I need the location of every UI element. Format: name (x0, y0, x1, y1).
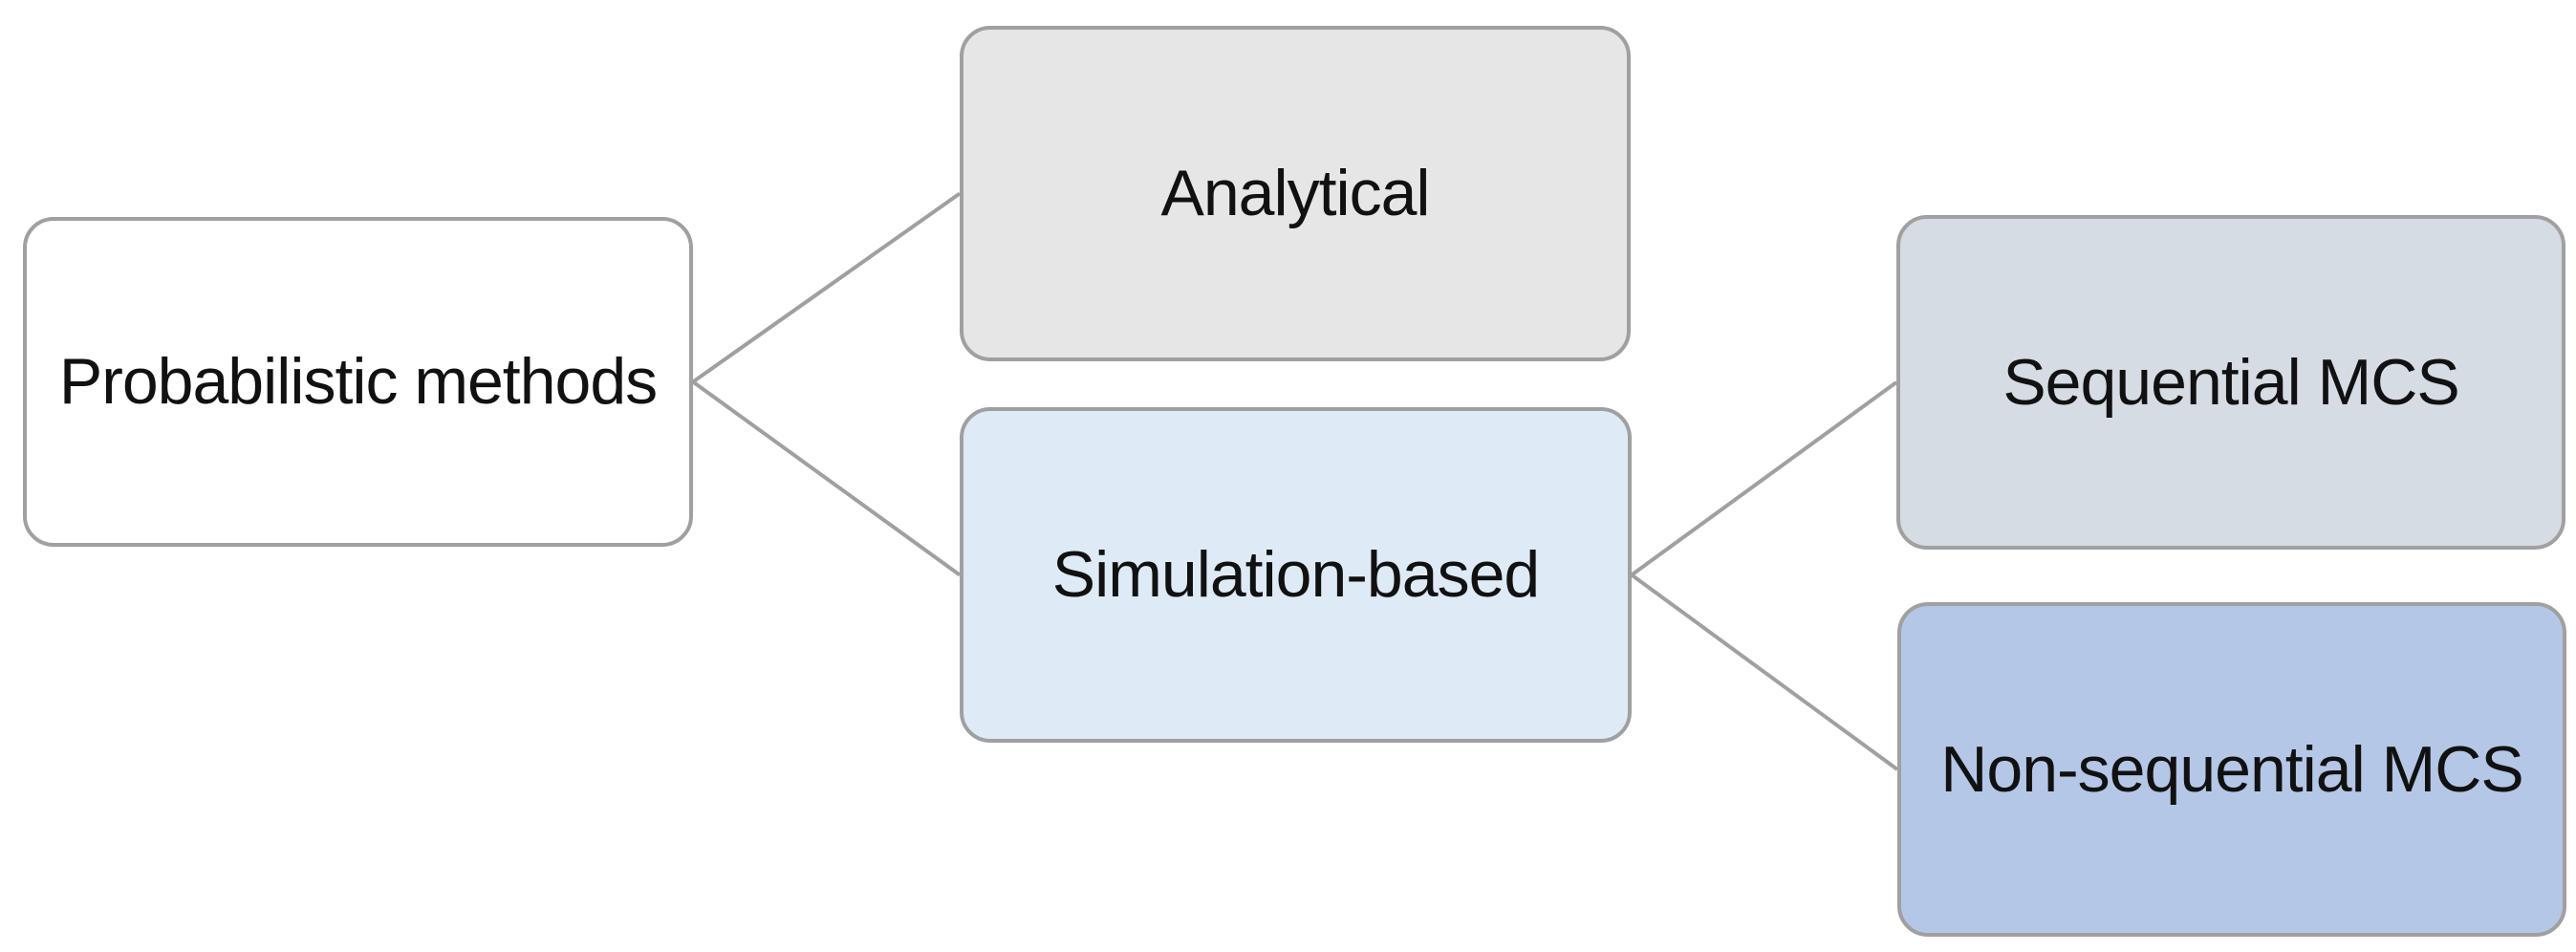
node-probabilistic-methods: Probabilistic methods (23, 217, 693, 547)
node-label-non-sequential-mcs: Non-sequential MCS (1940, 732, 2523, 806)
node-simulation-based: Simulation-based (960, 407, 1632, 743)
node-label-probabilistic-methods: Probabilistic methods (58, 345, 658, 419)
node-label-analytical: Analytical (1160, 157, 1430, 230)
node-sequential-mcs: Sequential MCS (1896, 215, 2565, 550)
connector-simulation-based-to-non-sequential-mcs (1630, 573, 1899, 771)
connector-probabilistic-methods-to-analytical (691, 191, 962, 384)
node-label-simulation-based: Simulation-based (1051, 538, 1540, 612)
node-analytical: Analytical (960, 26, 1631, 361)
node-non-sequential-mcs: Non-sequential MCS (1897, 602, 2566, 937)
node-label-sequential-mcs: Sequential MCS (2002, 345, 2459, 419)
connector-probabilistic-methods-to-simulation-based (691, 379, 962, 577)
connector-simulation-based-to-sequential-mcs (1630, 380, 1898, 577)
